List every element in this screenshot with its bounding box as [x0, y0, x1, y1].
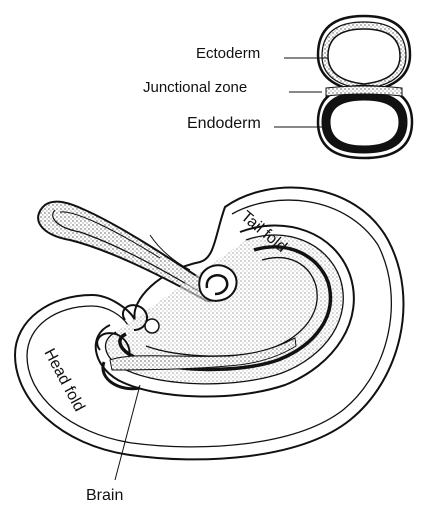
brain-label: Brain — [86, 488, 123, 504]
brain-leader — [115, 385, 140, 480]
junctional-zone-label: Junctional zone — [143, 80, 247, 95]
endoderm-label: Endoderm — [187, 116, 261, 132]
head-fold-label: Head fold — [40, 346, 87, 414]
ectoderm-label: Ectoderm — [196, 46, 260, 61]
cross-section-figure — [318, 16, 412, 158]
folded-embryo — [15, 188, 403, 460]
